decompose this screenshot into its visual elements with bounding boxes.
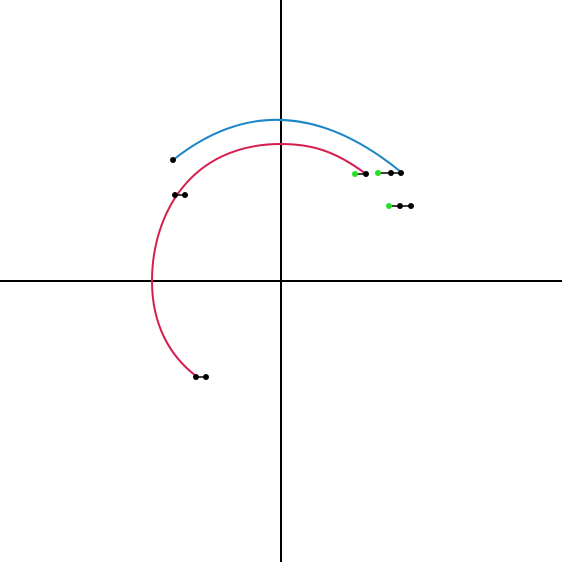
- black-point: [397, 203, 403, 209]
- points: [170, 157, 414, 380]
- point-group-blue-arc-end: [375, 170, 404, 176]
- black-point: [203, 374, 209, 380]
- green-point: [386, 203, 392, 209]
- point-group-blue-arc-start: [170, 157, 176, 163]
- black-point: [398, 170, 404, 176]
- green-point: [375, 170, 381, 176]
- black-point: [182, 192, 188, 198]
- black-point: [388, 170, 394, 176]
- black-point: [170, 157, 176, 163]
- point-group-left-middle: [172, 192, 188, 198]
- black-point: [172, 192, 178, 198]
- black-point: [363, 171, 369, 177]
- arcs: [150, 118, 402, 377]
- point-group-red-arc-bottom: [193, 374, 209, 380]
- point-group-right-lower: [386, 203, 414, 209]
- red-arc: [150, 142, 367, 377]
- blue-arc: [172, 118, 402, 173]
- green-point: [352, 171, 358, 177]
- point-group-red-arc-top: [352, 171, 369, 177]
- black-point: [408, 203, 414, 209]
- black-point: [193, 374, 199, 380]
